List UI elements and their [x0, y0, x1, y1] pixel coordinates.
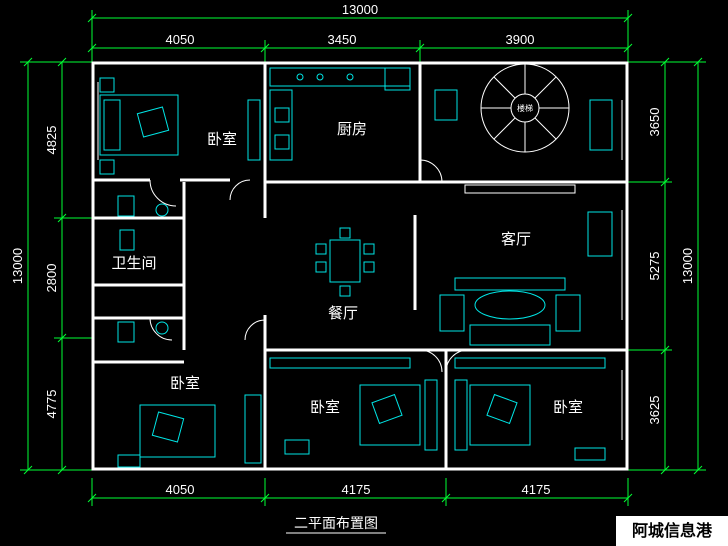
- room-label-dining-room: 餐厅: [328, 304, 358, 322]
- walls: [91, 61, 629, 471]
- room-label-bedroom-bottom-left: 卧室: [170, 374, 200, 392]
- dim-bottom-seg-1: 4050: [166, 482, 195, 497]
- dim-left-seg-2: 2800: [44, 264, 59, 293]
- dim-bottom-seg-2: 4175: [342, 482, 371, 497]
- dim-top-total: 13000: [342, 2, 378, 17]
- room-label-bathroom: 卫生间: [111, 254, 156, 272]
- stair-label: 楼梯: [517, 103, 533, 113]
- watermark-logo: 阿城信息港: [616, 516, 728, 546]
- dim-top-seg-2: 3450: [328, 32, 357, 47]
- dim-bottom-seg-3: 4175: [522, 482, 551, 497]
- dim-top-seg-3: 3900: [506, 32, 535, 47]
- dim-right-seg-3: 3625: [647, 396, 662, 425]
- room-label-living-room: 客厅: [501, 230, 531, 248]
- dim-left-seg-3: 4775: [44, 390, 59, 419]
- dim-right-total: 13000: [680, 248, 695, 284]
- room-label-bedroom-top-left: 卧室: [207, 130, 237, 148]
- dim-right-seg-1: 3650: [647, 108, 662, 137]
- room-label-kitchen: 厨房: [337, 120, 367, 138]
- room-label-bedroom-bottom-right: 卧室: [553, 398, 583, 416]
- dim-left-total: 13000: [10, 248, 25, 284]
- plan-title: 二平面布置图: [294, 516, 378, 532]
- dim-top-seg-1: 4050: [166, 32, 195, 47]
- furniture: [99, 63, 613, 468]
- dimension-lines: [20, 10, 706, 506]
- room-label-bedroom-bottom-middle: 卧室: [310, 398, 340, 416]
- dim-left-seg-1: 4825: [44, 126, 59, 155]
- dim-right-seg-2: 5275: [647, 252, 662, 281]
